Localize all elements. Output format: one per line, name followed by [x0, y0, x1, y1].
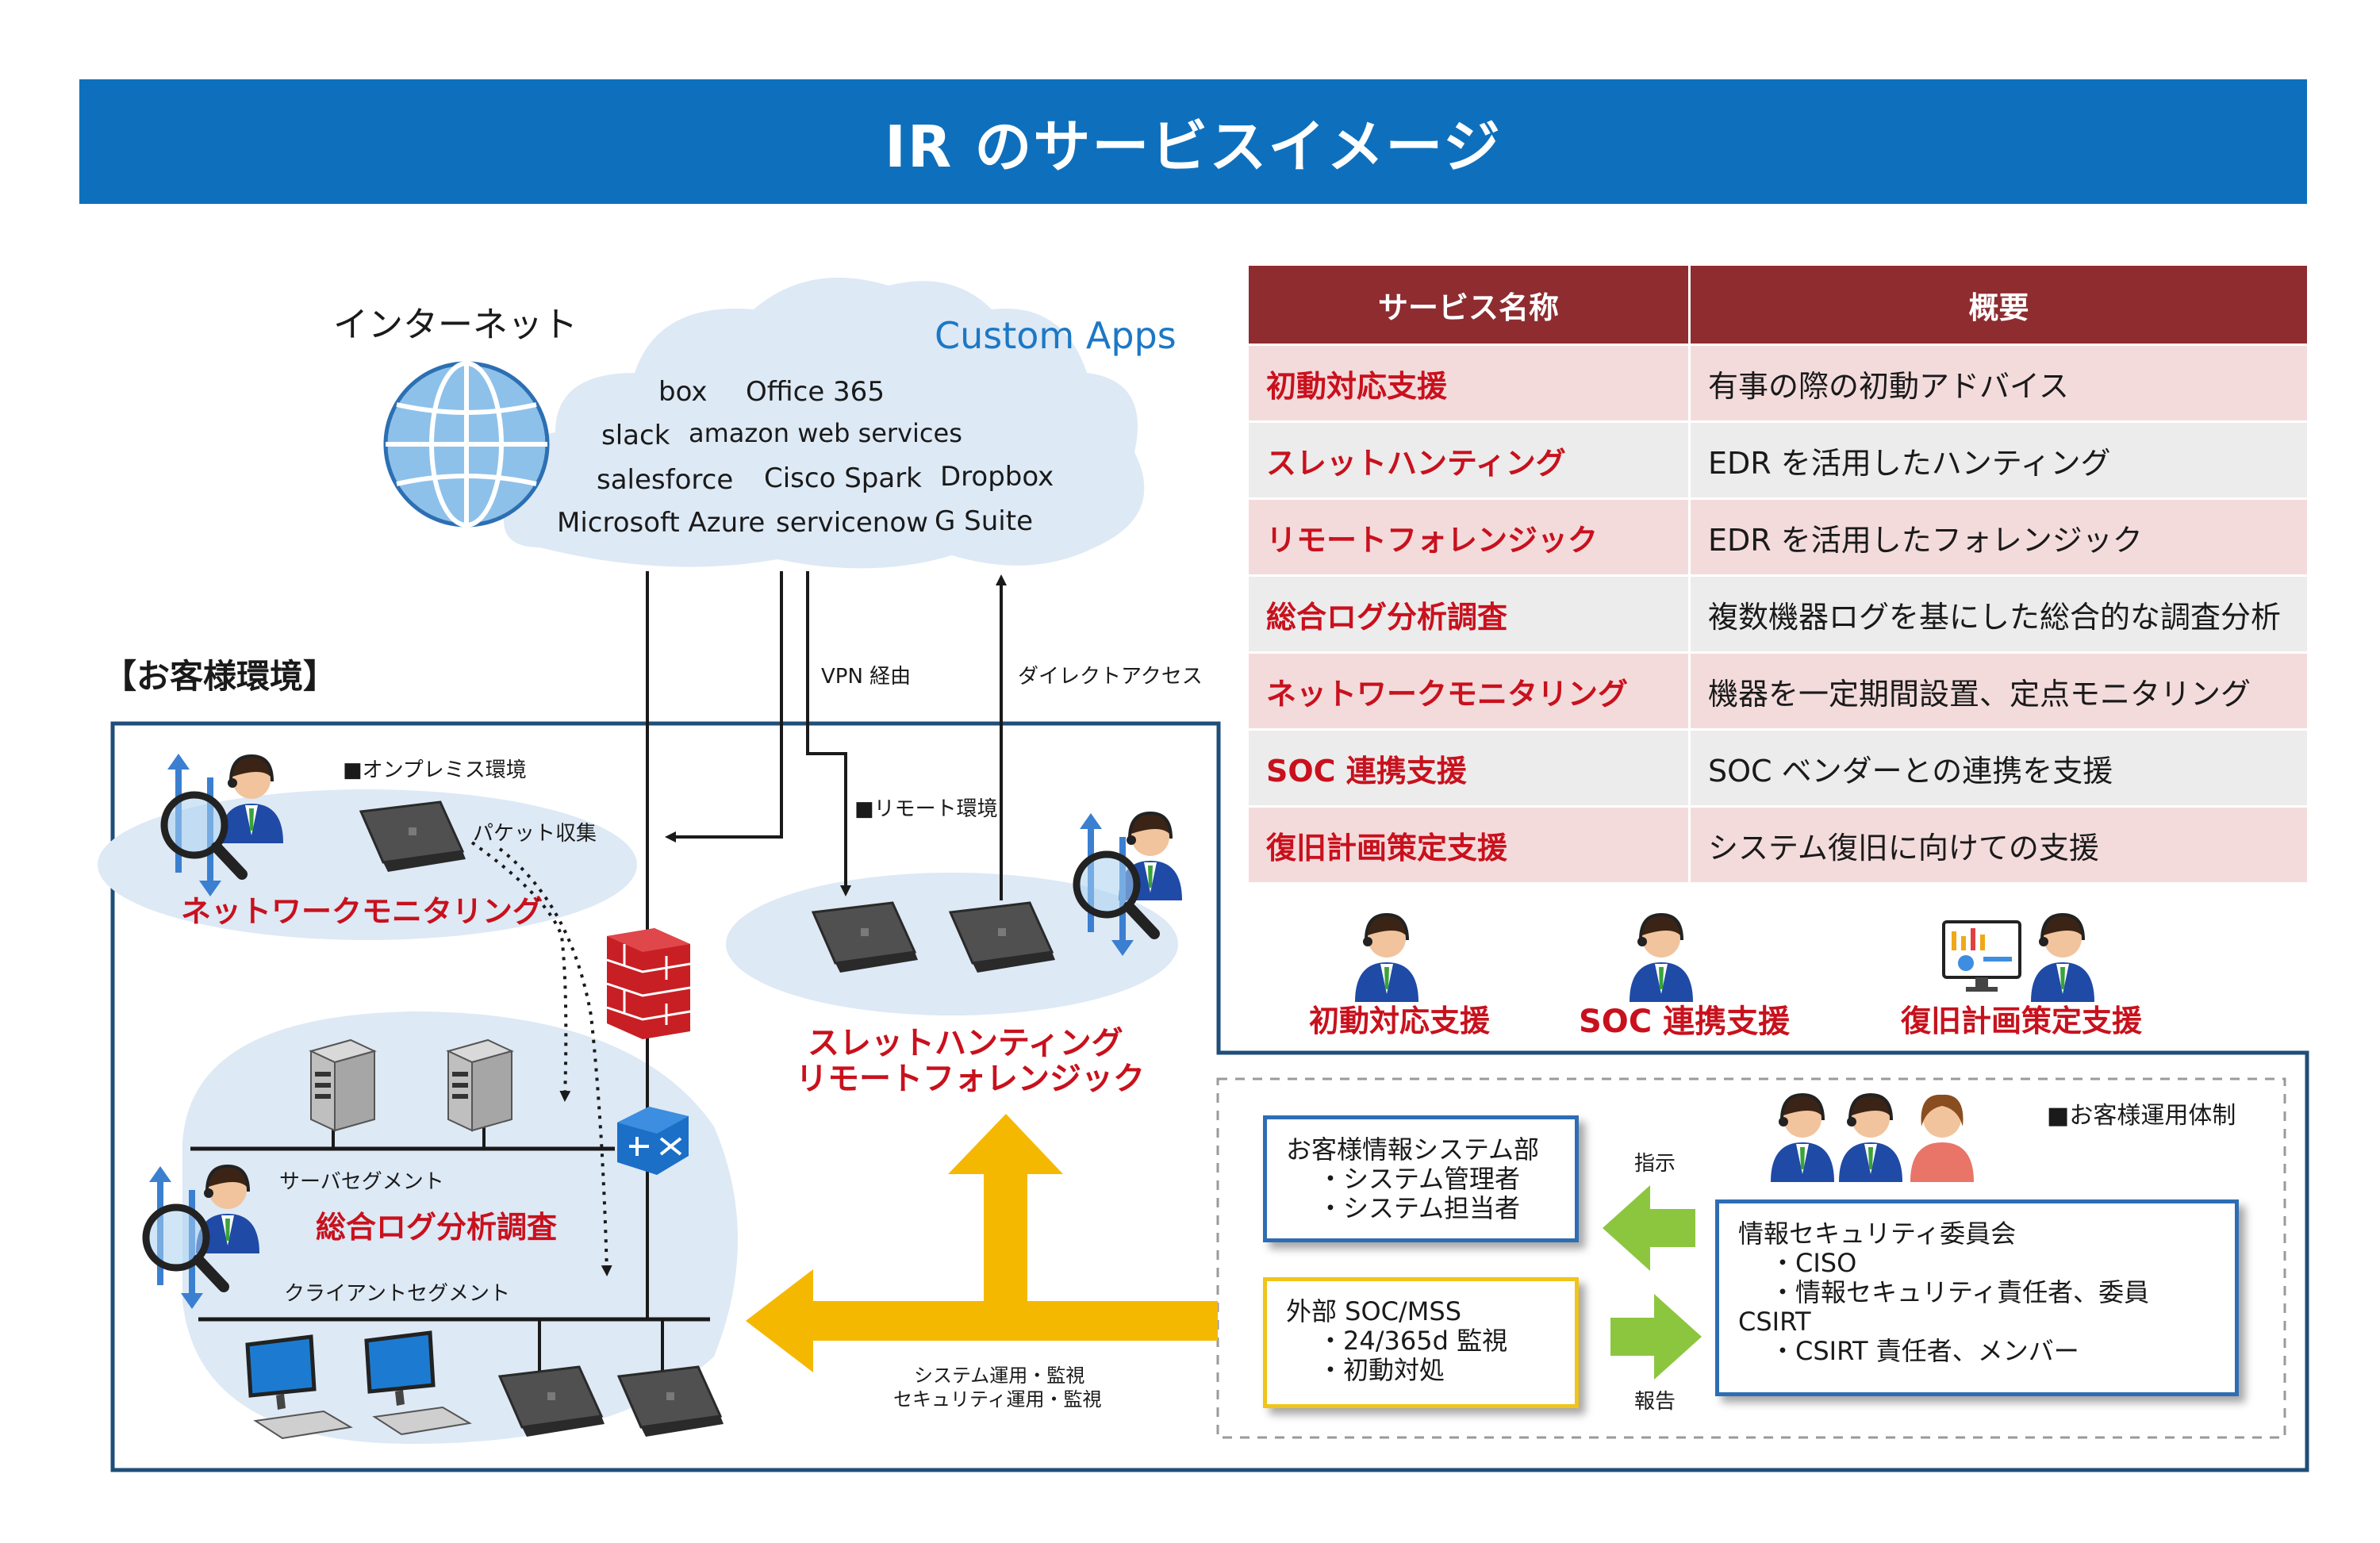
service-icon-label: 復旧計画策定支援	[1901, 1004, 2143, 1038]
it-department-box: お客様情報システム部 ・システム管理者 ・システム担当者	[1263, 1115, 1579, 1242]
app-name: Dropbox	[940, 461, 1054, 493]
internet-label: インターネット	[333, 305, 578, 345]
table-row: SOC 連携支援 SOC ベンダーとの連携を支援	[1246, 728, 2309, 808]
external-soc-item: ・初動対処	[1318, 1355, 1445, 1385]
threat-hunting-label: スレットハンティング	[808, 1025, 1123, 1061]
table-row: リモートフォレンジック EDR を活用したフォレンジック	[1246, 497, 2309, 577]
executive-people-icon	[1769, 1093, 1974, 1184]
customer-env-frame	[110, 721, 2309, 1472]
instruct-green-arrow	[1603, 1185, 1695, 1271]
service-desc: EDR を活用したハンティング	[1688, 420, 2309, 500]
service-name: スレットハンティング	[1246, 420, 1691, 500]
custom-apps-label: Custom Apps	[935, 314, 1177, 357]
service-table: サービス名称 概要 初動対応支援 有事の際の初動アドバイス スレットハンティング…	[1246, 263, 2309, 885]
vpn-label: VPN 経由	[821, 665, 912, 689]
security-committee-box: 情報セキュリティ委員会 ・CISO ・情報セキュリティ責任者、委員 CSIRT …	[1715, 1199, 2239, 1396]
ops-yellow-arrow-up	[948, 1114, 1063, 1301]
client-laptop-2	[617, 1365, 725, 1438]
app-name: salesforce	[597, 464, 734, 496]
remote-line	[806, 571, 851, 896]
onprem-label: ■オンプレミス環境	[343, 758, 527, 782]
external-soc-item: ・24/365d 監視	[1318, 1326, 1508, 1356]
ops-monitoring-label: システム運用・監視	[914, 1365, 1085, 1387]
server-icon-1	[310, 1039, 375, 1131]
network-monitoring-label: ネットワークモニタリング	[181, 894, 543, 929]
service-name: 総合ログ分析調査	[1246, 574, 1691, 654]
service-desc: SOC ベンダーとの連携を支援	[1688, 728, 2309, 808]
service-name: 復旧計画策定支援	[1246, 805, 1691, 885]
remote-forensics-label: リモートフォレンジック	[796, 1061, 1145, 1097]
page-title: IR のサービスイメージ	[885, 113, 1502, 180]
app-name: Office 365	[746, 376, 885, 408]
internet-cloud	[501, 278, 1145, 569]
app-name: amazon web services	[689, 418, 962, 448]
service-name: SOC 連携支援	[1246, 728, 1691, 808]
committee-item: ・CISO	[1770, 1248, 1857, 1278]
table-row: スレットハンティング EDR を活用したハンティング	[1246, 420, 2309, 500]
service-name: 初動対応支援	[1246, 344, 1691, 423]
ops-yellow-arrow-left	[746, 1269, 1218, 1372]
table-row: 初動対応支援 有事の際の初動アドバイス	[1246, 344, 2309, 423]
recovery-person-icon	[2029, 913, 2096, 1004]
table-row: 総合ログ分析調査 複数機器ログを基にした総合的な調査分析	[1246, 574, 2309, 654]
service-desc: 機器を一定期間設置、定点モニタリング	[1688, 651, 2309, 731]
firewall-icon	[606, 928, 691, 1039]
service-desc: システム復旧に向けての支援	[1688, 805, 2309, 885]
header-service-name: サービス名称	[1246, 263, 1691, 346]
packet-label: パケット収集	[473, 822, 597, 846]
client-segment-label: クライアントセグメント	[284, 1282, 510, 1306]
service-table-header: サービス名称 概要	[1246, 263, 2309, 346]
external-soc-title: 外部 SOC/MSS	[1286, 1296, 1462, 1326]
app-name: servicenow	[776, 507, 928, 539]
committee-item: ・情報セキュリティ責任者、委員	[1770, 1277, 2150, 1307]
initial-response-person-icon	[1353, 913, 1420, 1004]
log-analysis-label: 総合ログ分析調査	[316, 1210, 558, 1245]
it-dept-item: ・システム管理者	[1318, 1164, 1521, 1194]
report-green-arrow	[1610, 1294, 1702, 1380]
csirt-item: ・CSIRT 責任者、メンバー	[1770, 1336, 2079, 1366]
csirt-title: CSIRT	[1738, 1307, 1811, 1337]
vpn-line	[665, 571, 783, 843]
table-row: ネットワークモニタリング 機器を一定期間設置、定点モニタリング	[1246, 651, 2309, 731]
remote-env-label: ■リモート環境	[854, 797, 998, 821]
app-name: slack	[601, 420, 670, 451]
app-name: Cisco Spark	[764, 463, 922, 494]
it-dept-item: ・システム担当者	[1318, 1193, 1521, 1223]
security-monitoring-label: セキュリティ運用・監視	[893, 1388, 1102, 1411]
it-dept-title: お客様情報システム部	[1286, 1134, 1540, 1165]
customer-env-title: 【お客様環境】	[103, 657, 337, 696]
switch-icon	[617, 1107, 689, 1175]
service-icon-label: 初動対応支援	[1309, 1004, 1491, 1038]
instruct-label: 指示	[1634, 1152, 1676, 1176]
server-segment-label: サーバセグメント	[279, 1170, 444, 1194]
packet-dotted-arrow-2	[498, 847, 612, 1276]
service-name: リモートフォレンジック	[1246, 497, 1691, 577]
service-desc: 複数機器ログを基にした総合的な調査分析	[1688, 574, 2309, 654]
direct-access-label: ダイレクトアクセス	[1018, 665, 1203, 689]
soc-person-icon	[1628, 913, 1695, 1004]
report-label: 報告	[1634, 1390, 1676, 1414]
service-desc: 有事の際の初動アドバイス	[1688, 344, 2309, 423]
ops-structure-frame	[1216, 1077, 2286, 1439]
service-name: ネットワークモニタリング	[1246, 651, 1691, 731]
ops-structure-title: ■お客様運用体制	[2047, 1102, 2236, 1130]
table-row: 復旧計画策定支援 システム復旧に向けての支援	[1246, 805, 2309, 885]
header-overview: 概要	[1688, 263, 2309, 346]
server-icon-2	[447, 1039, 512, 1131]
app-name: Microsoft Azure	[557, 507, 766, 539]
app-name: G Suite	[935, 505, 1033, 537]
title-banner: IR のサービスイメージ	[79, 79, 2307, 204]
committee-title: 情報セキュリティ委員会	[1738, 1219, 2017, 1249]
service-desc: EDR を活用したフォレンジック	[1688, 497, 2309, 577]
globe-icon	[383, 361, 550, 528]
external-soc-box: 外部 SOC/MSS ・24/365d 監視 ・初動対処	[1263, 1277, 1579, 1408]
app-name: box	[658, 376, 708, 408]
service-icon-label: SOC 連携支援	[1579, 1004, 1791, 1040]
dashboard-monitor-icon	[1942, 920, 2021, 992]
